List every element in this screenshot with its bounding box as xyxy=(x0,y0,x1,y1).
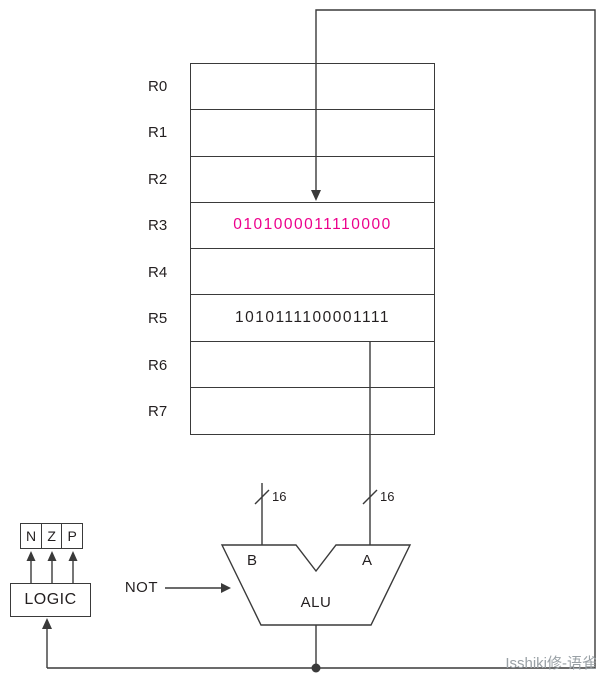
register-value-r5: 1010111100001111 xyxy=(234,308,391,326)
logic-box: LOGIC xyxy=(10,583,91,617)
arrowhead-into-z xyxy=(47,551,57,561)
register-label-r0: R0 xyxy=(148,77,168,95)
register-label-r1: R1 xyxy=(148,124,168,142)
condition-code-boxes: N Z P xyxy=(20,523,84,549)
junction-dot xyxy=(311,663,321,673)
alu-input-b-label: B xyxy=(246,552,257,569)
register-label-r6: R6 xyxy=(148,356,168,374)
register-label-column: R0 R1 R2 R3 R4 R5 R6 R7 xyxy=(148,63,186,435)
flag-z-box: Z xyxy=(40,523,63,549)
flag-p-box: P xyxy=(61,523,84,549)
register-cell-r1 xyxy=(191,110,434,157)
arrowhead-into-logic xyxy=(42,618,52,629)
bus-slash-b xyxy=(254,489,270,505)
register-cell-r5: 1010111100001111 xyxy=(191,295,434,342)
not-label: NOT xyxy=(124,579,158,596)
register-label-r2: R2 xyxy=(148,170,168,188)
register-cell-r2 xyxy=(191,157,434,203)
register-cell-r4 xyxy=(191,249,434,296)
watermark: Isshiki修-语雀 xyxy=(505,655,597,672)
bus-slash-a xyxy=(362,489,378,505)
arrowhead-into-p xyxy=(68,551,78,561)
alu-input-a-label: A xyxy=(361,552,372,569)
register-value-r3: 0101000011110000 xyxy=(233,216,392,234)
register-cell-r7 xyxy=(191,388,434,434)
register-label-r4: R4 xyxy=(148,263,168,281)
flag-n-box: N xyxy=(20,523,42,549)
arrowhead-not xyxy=(221,583,231,593)
register-cell-r3: 0101000011110000 xyxy=(191,203,434,249)
register-label-r7: R7 xyxy=(148,403,168,421)
bus-width-b-label: 16 xyxy=(272,489,287,504)
bus-width-a-label: 16 xyxy=(380,489,395,504)
register-label-r3: R3 xyxy=(148,217,168,235)
register-label-r5: R5 xyxy=(148,310,168,328)
alu-label: ALU xyxy=(300,594,332,611)
arrowhead-into-n xyxy=(26,551,36,561)
register-file: 0101000011110000 1010111100001111 xyxy=(190,63,435,435)
register-cell-r6 xyxy=(191,342,434,388)
register-cell-r0 xyxy=(191,64,434,111)
